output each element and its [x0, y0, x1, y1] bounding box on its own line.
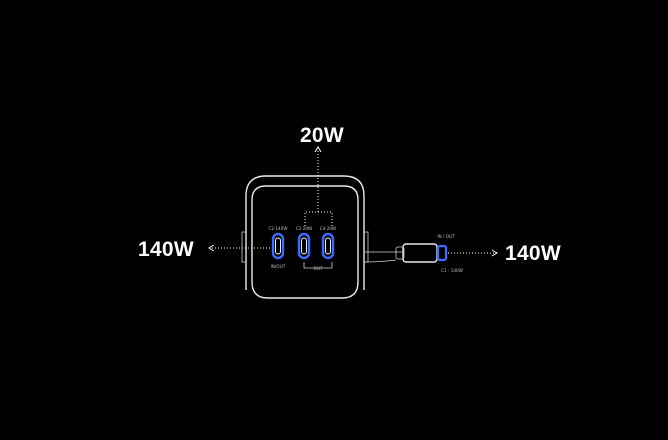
port-c1: [297, 232, 311, 260]
port-c4: [321, 232, 335, 260]
top-power-arrow-line: [304, 150, 333, 226]
out-bracket: [303, 262, 333, 269]
port-c1-glow: [297, 232, 311, 260]
cable-connector-boot: [395, 246, 405, 260]
left-power-arrowhead: [208, 244, 215, 252]
port-c2-sub-label: IN/OUT: [271, 264, 286, 269]
top-power-label: 20W: [300, 124, 344, 147]
cable-connector-tip: [436, 244, 448, 262]
port-c4-glow: [321, 232, 335, 260]
port-c4-label: C4·20W: [320, 226, 336, 231]
left-power-label: 140W: [138, 238, 194, 261]
right-power-label: 140W: [505, 242, 561, 265]
port-c1-slot: [301, 237, 307, 255]
port-c4-slot: [325, 237, 331, 255]
port-c2: [271, 232, 285, 260]
top-power-arrowhead: [314, 146, 322, 153]
cable-connector-body: [402, 243, 438, 263]
cable-bottom-label: C1 · 140W: [441, 268, 463, 273]
port-c1-label: C1·20W: [296, 226, 312, 231]
cable-lower: [363, 259, 397, 263]
cable-top-label: IN / OUT: [437, 234, 455, 239]
out-label: OUT: [314, 266, 323, 271]
right-power-arrowhead: [491, 249, 498, 257]
charger-side-tab-left: [241, 231, 246, 263]
charger-body-outline: [251, 185, 359, 299]
port-c2-glow: [271, 232, 285, 260]
charger-handle-outline: [245, 175, 365, 290]
port-c2-slot: [275, 237, 281, 255]
port-c2-label: C2·140W: [268, 226, 287, 231]
